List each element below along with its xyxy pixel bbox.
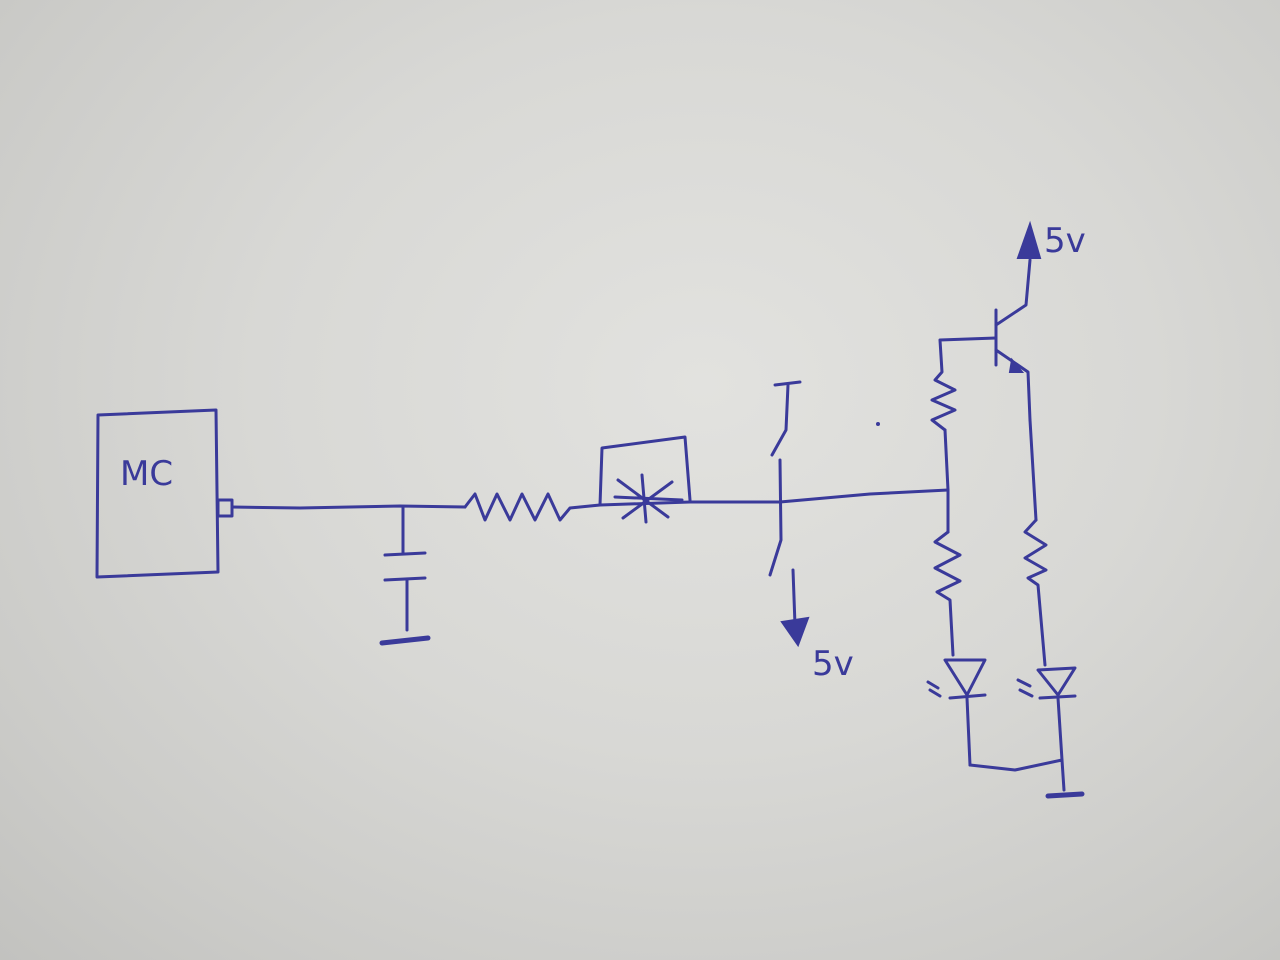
- led-left: [926, 658, 987, 767]
- wire-main-left: [230, 504, 467, 510]
- mc-label: MC: [120, 454, 173, 494]
- switch-supply-label: 5v: [812, 644, 854, 684]
- switch: [768, 380, 802, 627]
- crystal-element: [598, 435, 692, 524]
- transistor-supply: 5v: [1016, 220, 1086, 261]
- switch-supply: 5v: [780, 616, 854, 684]
- wire-junction-up: [943, 428, 950, 492]
- ground-symbol: [1045, 791, 1085, 799]
- resistor-r3: [933, 530, 962, 657]
- resistor-r1: [463, 492, 602, 522]
- transistor-supply-label: 5v: [1044, 221, 1086, 261]
- ink-dot: [876, 422, 880, 426]
- resistor-base: [930, 336, 998, 432]
- capacitor: [379, 505, 431, 646]
- microcontroller: MC: [95, 408, 234, 579]
- resistor-r4: [1023, 518, 1048, 667]
- led-right: [1016, 666, 1077, 762]
- transistor: [994, 258, 1032, 422]
- wire-bottom: [968, 758, 1066, 792]
- wire-mid: [688, 488, 950, 504]
- wire-right-branch: [1028, 418, 1038, 522]
